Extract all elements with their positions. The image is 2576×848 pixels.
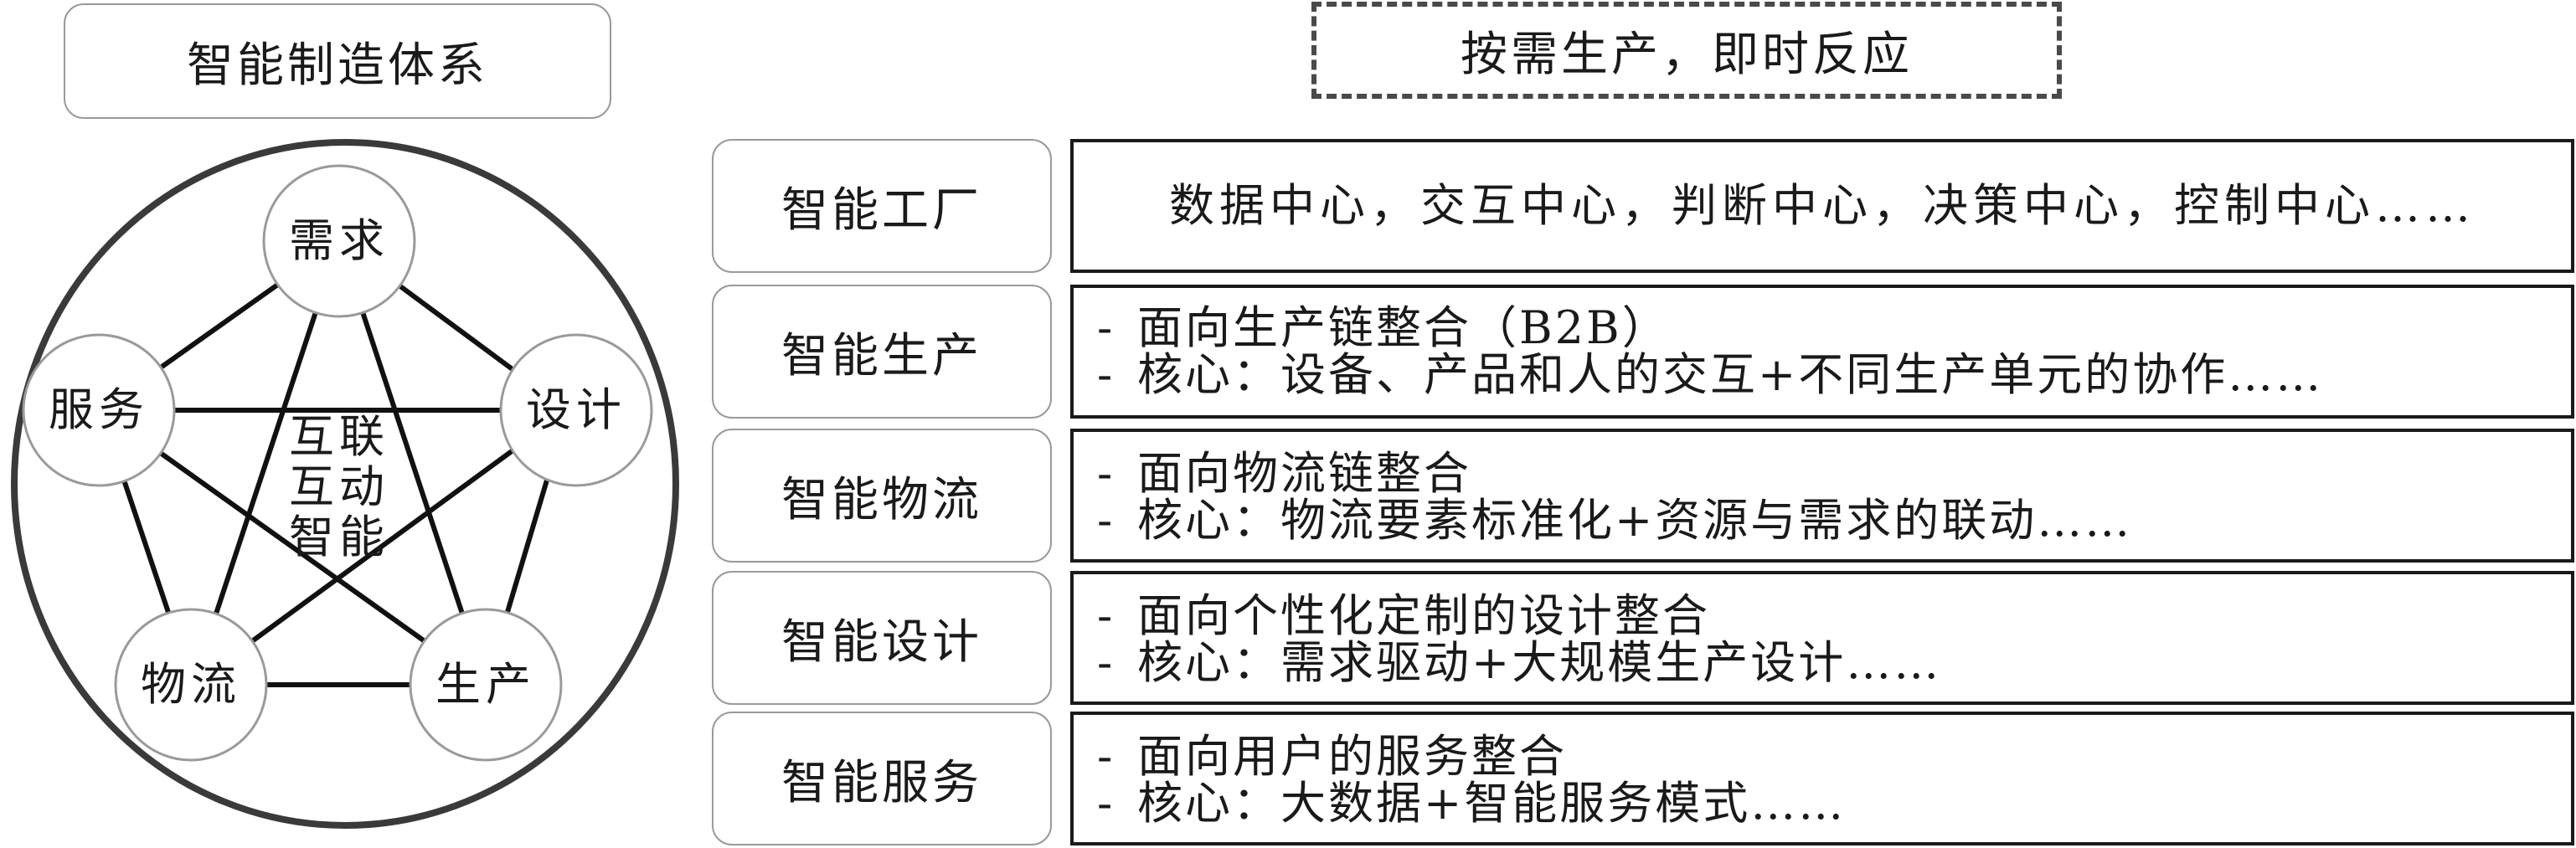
- node-production-label: 生产: [435, 658, 536, 711]
- center-label: 互联 互动 智能: [289, 410, 389, 563]
- dash-marker: -: [1097, 730, 1115, 783]
- row-desc-line: - 面向个性化定制的设计整合: [1097, 593, 2571, 640]
- outer-circle: [11, 139, 679, 829]
- row-desc-box-logistics: - 面向物流链整合 - 核心：物流要素标准化+资源与需求的联动……: [1070, 429, 2574, 563]
- row-desc-box-factory: 数据中心，交互中心，判断中心，决策中心，控制中心……: [1070, 139, 2574, 273]
- row-desc-text: 面向生产链整合（B2B）: [1137, 301, 1670, 354]
- system-title-box: 智能制造体系: [64, 3, 611, 119]
- row-label-box-production: 智能生产: [712, 285, 1052, 419]
- row-desc-line: - 面向生产链整合（B2B）: [1097, 305, 2571, 352]
- dash-marker: -: [1097, 447, 1115, 500]
- node-design-label: 设计: [526, 383, 626, 436]
- node-demand-label: 需求: [289, 214, 389, 267]
- node-logistics-label: 物流: [141, 658, 241, 711]
- row-label: 智能生产: [781, 328, 982, 383]
- row-desc-text: 面向物流链整合: [1137, 447, 1471, 500]
- row-desc-line: - 核心：大数据+智能服务模式……: [1097, 780, 2571, 827]
- node-service-label: 服务: [49, 383, 149, 436]
- dash-marker: -: [1097, 494, 1115, 547]
- row-desc-text: 核心：设备、产品和人的交互+不同生产单元的协作……: [1137, 348, 2324, 401]
- node-service: 服务: [22, 333, 176, 487]
- row-desc-text: 面向个性化定制的设计整合: [1137, 589, 1710, 642]
- system-title: 智能制造体系: [187, 38, 488, 93]
- row-desc-line: - 面向用户的服务整合: [1097, 733, 2571, 780]
- row-desc-line: - 核心：物流要素标准化+资源与需求的联动……: [1097, 497, 2571, 544]
- dash-marker: -: [1097, 348, 1115, 401]
- row-desc-box-production: - 面向生产链整合（B2B） - 核心：设备、产品和人的交互+不同生产单元的协作…: [1070, 285, 2574, 419]
- center-line-1: 互联: [289, 410, 389, 463]
- row-label: 智能设计: [781, 614, 982, 670]
- row-desc-box-service: - 面向用户的服务整合 - 核心：大数据+智能服务模式……: [1070, 712, 2574, 845]
- row-desc-line: - 面向物流链整合: [1097, 450, 2571, 497]
- row-label-box-service: 智能服务: [712, 712, 1052, 845]
- top-banner: 按需生产，即时反应: [1461, 27, 1913, 82]
- row-desc-text: 核心：需求驱动+大规模生产设计……: [1137, 636, 1942, 689]
- dash-marker: -: [1097, 301, 1115, 354]
- row-label: 智能工厂: [781, 182, 982, 238]
- row-desc-text: 核心：物流要素标准化+资源与需求的联动……: [1137, 494, 2133, 547]
- center-line-3: 智能: [289, 511, 389, 563]
- row-desc-text: 核心：大数据+智能服务模式……: [1137, 777, 1847, 830]
- row-label: 智能物流: [781, 472, 982, 527]
- node-logistics: 物流: [114, 608, 268, 762]
- dash-marker: -: [1097, 777, 1115, 830]
- row-desc-line: - 核心：需求驱动+大规模生产设计……: [1097, 640, 2571, 686]
- row-label: 智能服务: [781, 755, 982, 810]
- top-banner-box: 按需生产，即时反应: [1311, 2, 2062, 99]
- pentagon-diagram: 互联 互动 智能 需求 设计 生产 物流 服务: [11, 139, 679, 829]
- row-desc-line: - 核心：设备、产品和人的交互+不同生产单元的协作……: [1097, 352, 2571, 398]
- center-line-2: 互动: [289, 460, 389, 513]
- row-label-box-design: 智能设计: [712, 571, 1052, 705]
- row-label-box-logistics: 智能物流: [712, 429, 1052, 563]
- node-demand: 需求: [262, 164, 416, 318]
- star-edges: [99, 240, 569, 687]
- row-desc-line: 数据中心，交互中心，判断中心，决策中心，控制中心……: [1169, 179, 2476, 232]
- row-desc-text: 面向用户的服务整合: [1137, 730, 1567, 783]
- dash-marker: -: [1097, 636, 1115, 689]
- row-desc-box-design: - 面向个性化定制的设计整合 - 核心：需求驱动+大规模生产设计……: [1070, 571, 2574, 705]
- dash-marker: -: [1097, 589, 1115, 642]
- node-production: 生产: [409, 608, 563, 762]
- row-label-box-factory: 智能工厂: [712, 139, 1052, 273]
- node-design: 设计: [499, 333, 653, 487]
